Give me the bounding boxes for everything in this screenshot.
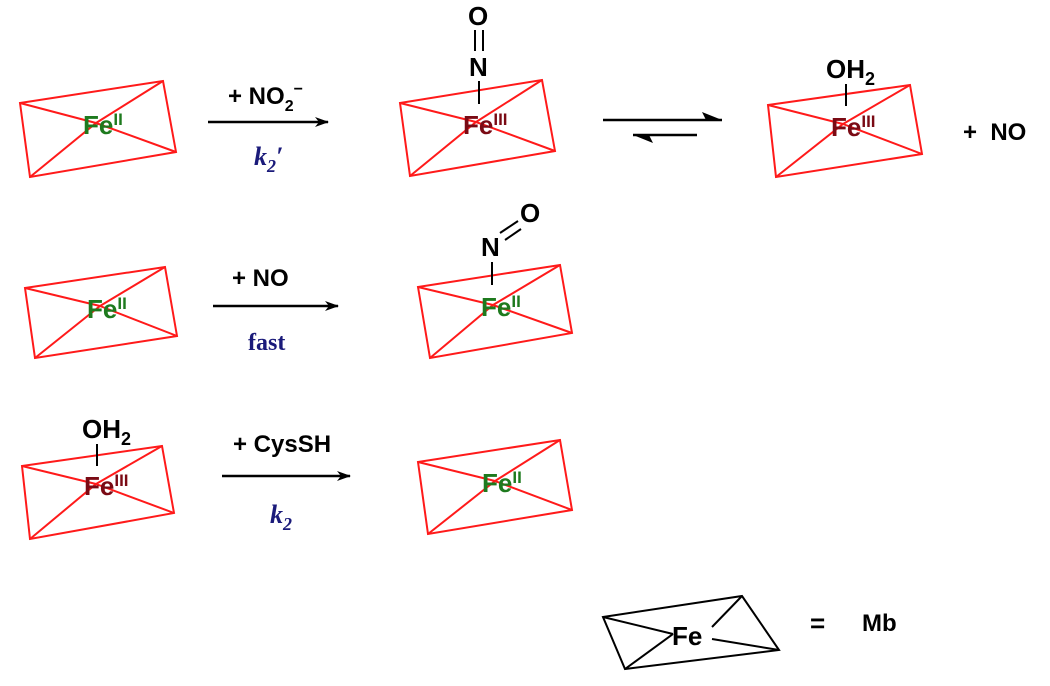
reagent-no: + NO xyxy=(232,265,289,292)
rate-constant-k2-prime: k2′ xyxy=(254,142,283,176)
porphyrin-fe-ii-reactant-2 xyxy=(23,265,179,360)
nitrosyl-n-2: N xyxy=(481,232,500,262)
porphyrin-fe-ii-reactant-1 xyxy=(18,79,178,179)
porphyrin-fe-iii-aqua-1 xyxy=(766,83,924,179)
porphyrin-fe-iii-nitrosyl xyxy=(398,78,557,178)
coproduct-no: + NO xyxy=(963,119,1026,146)
equilibrium-forward-half-head xyxy=(702,112,722,120)
rate-constant-k2: k2 xyxy=(270,500,292,534)
porphyrin-fe-iii-aqua-2 xyxy=(20,444,176,541)
fe-ii-label-nitrosyl: FeII xyxy=(481,292,521,322)
porphyrin-fe-ii-nitrosyl xyxy=(416,263,574,360)
legend-equals: = xyxy=(810,608,825,638)
nitrosyl-n-1: N xyxy=(469,52,488,82)
reagent-nitrite: + NO2− xyxy=(228,81,303,115)
legend-porphyrin xyxy=(601,594,781,671)
legend-mb: Mb xyxy=(862,610,897,637)
fe-ii-label-3: FeII xyxy=(482,468,522,498)
fe-iii-label-aqua-2: FeIII xyxy=(84,471,129,501)
legend-fe-label: Fe xyxy=(672,621,702,651)
fe-ii-label-2: FeII xyxy=(87,294,127,324)
equilibrium-reverse-half-head xyxy=(633,135,653,143)
porphyrin-fe-ii-product-3 xyxy=(416,438,574,536)
reagent-cyssh: + CysSH xyxy=(233,431,331,458)
rate-fast: fast xyxy=(248,330,285,356)
n-o-double-bond-b-2 xyxy=(504,228,522,241)
nitrosyl-o-1: O xyxy=(468,1,488,31)
nitrosyl-o-2: O xyxy=(520,198,540,228)
fe-iii-label-nitrosyl: FeIII xyxy=(463,110,508,140)
aqua-ligand-2: OH2 xyxy=(82,414,131,449)
aqua-ligand-1: OH2 xyxy=(826,54,875,89)
n-o-double-bond-a-2 xyxy=(499,220,519,234)
fe-ii-label-1: FeII xyxy=(83,110,123,140)
fe-iii-label-aqua-1: FeIII xyxy=(831,112,876,142)
